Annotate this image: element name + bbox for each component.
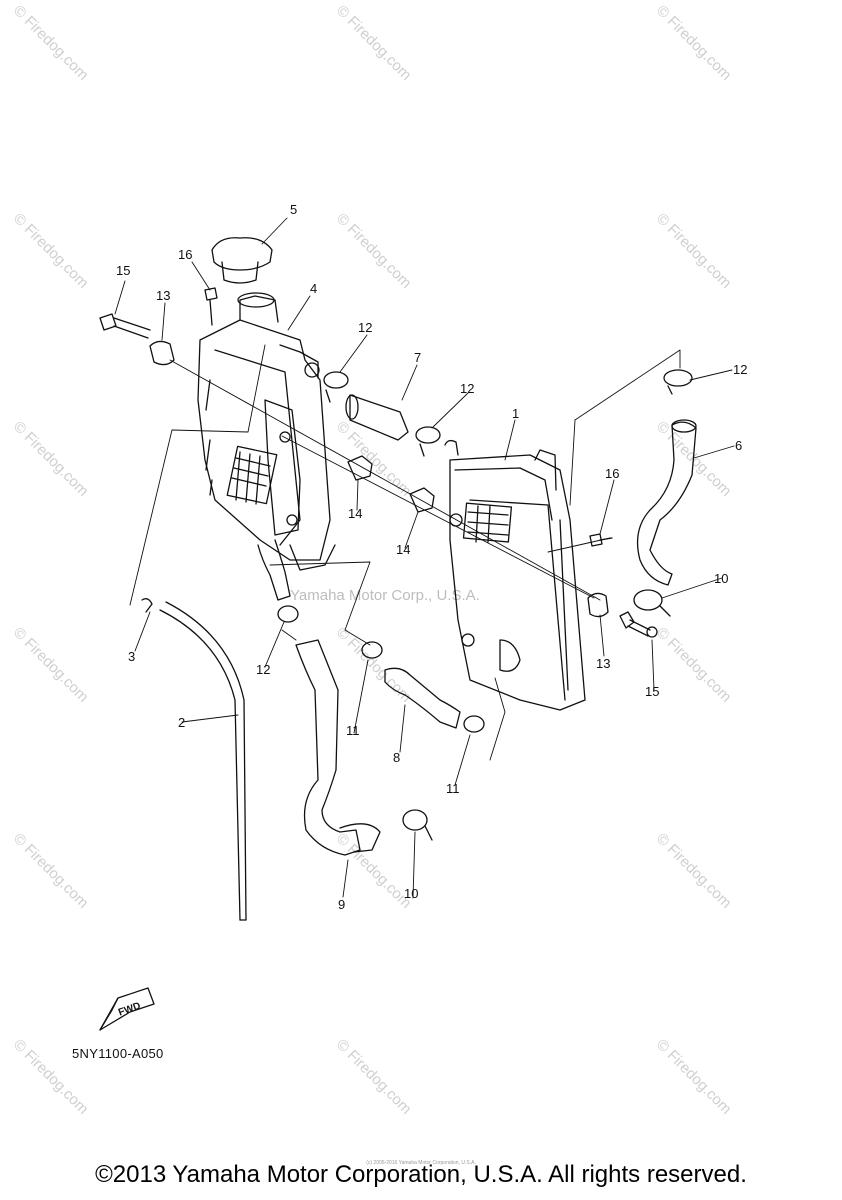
- label-14: 14: [396, 542, 410, 557]
- hose-lower-left: [257, 539, 381, 856]
- clamp-upper-a: [323, 371, 349, 403]
- label-8: 8: [393, 750, 400, 765]
- clamp-right-mid: [633, 589, 671, 617]
- label-11: 11: [346, 723, 360, 738]
- label-3: 3: [128, 649, 135, 664]
- hose-right: [636, 419, 697, 586]
- label-5: 5: [290, 202, 297, 217]
- label-4: 4: [310, 281, 317, 296]
- label-12: 12: [733, 362, 747, 377]
- label-10: 10: [714, 571, 728, 586]
- label-16: 16: [605, 466, 619, 481]
- label-13: 13: [596, 656, 610, 671]
- label-16: 16: [178, 247, 192, 262]
- label-14: 14: [348, 506, 362, 521]
- label-12: 12: [460, 381, 474, 396]
- label-13: 13: [156, 288, 170, 303]
- label-2: 2: [178, 715, 185, 730]
- clamp-upper-b: [415, 426, 441, 457]
- fasteners-right: [587, 533, 658, 638]
- radiator-cap: [211, 237, 273, 284]
- label-15: 15: [645, 684, 659, 699]
- tiny-watermark: (c) 2005-2016 Yamaha Motor Corporation, …: [366, 1160, 476, 1166]
- watermark-middle: Yamaha Motor Corp., U.S.A.: [290, 587, 480, 604]
- diagram-code: 5NY1100-A050: [72, 1046, 164, 1061]
- hose-upper: [345, 394, 409, 441]
- hose-lower-right: [384, 667, 461, 729]
- fwd-arrow-icon: [99, 987, 155, 1031]
- clamp-right-top: [663, 369, 693, 395]
- label-9: 9: [338, 897, 345, 912]
- left-radiator: [197, 292, 336, 571]
- label-10: 10: [404, 886, 418, 901]
- copyright-footer: ©2013 Yamaha Motor Corporation, U.S.A. A…: [95, 1161, 747, 1188]
- label-11: 11: [446, 781, 460, 796]
- label-15: 15: [116, 263, 130, 278]
- bolt-left: [99, 287, 218, 366]
- clamps-lower: [277, 605, 485, 841]
- right-radiator: [444, 439, 586, 711]
- label-7: 7: [414, 350, 421, 365]
- label-6: 6: [735, 438, 742, 453]
- collar-left: [347, 455, 373, 481]
- label-12: 12: [358, 320, 372, 335]
- label-12: 12: [256, 662, 270, 677]
- leader-lines: [114, 217, 735, 899]
- overflow-tube: [141, 598, 247, 921]
- label-1: 1: [512, 406, 519, 421]
- collar-right: [409, 487, 435, 513]
